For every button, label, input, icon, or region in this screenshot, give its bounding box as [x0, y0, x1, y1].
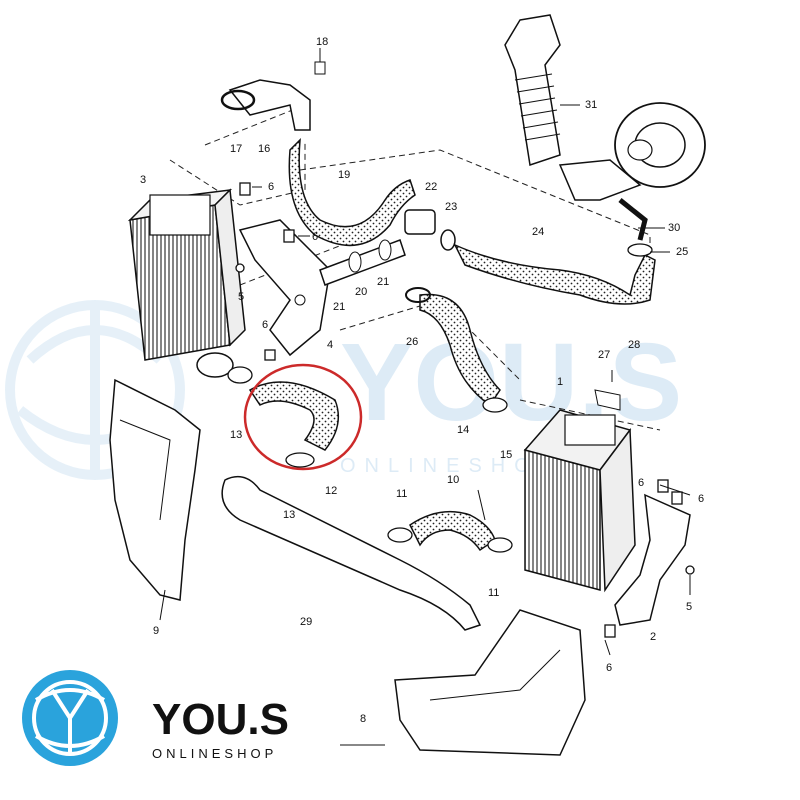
part-labels: 18 17 16 31 3 6 6 19 22 23 24 30 25 5 21…: [140, 36, 704, 725]
brand-name: YOU.S: [152, 695, 289, 744]
brand-logo: YOU.S ONLINESHOP: [22, 670, 289, 766]
part-label-18: 18: [316, 36, 328, 48]
air-guide-bottom: [394, 609, 586, 756]
part-label-4: 4: [327, 339, 333, 351]
part-label-6: 6: [312, 231, 318, 243]
part-label-23: 23: [445, 201, 457, 213]
part-label-15: 15: [500, 449, 512, 461]
part-label-16: 16: [258, 143, 270, 155]
hose-12: [248, 381, 340, 451]
part-label-21: 21: [333, 301, 345, 313]
pipe-29: [221, 475, 482, 631]
part-label-11: 11: [396, 488, 407, 500]
intake-hose: [504, 14, 561, 166]
bracket-right: [614, 493, 691, 626]
part-label-25: 25: [676, 246, 688, 258]
clamp-26: [405, 287, 431, 303]
part-label-22: 22: [425, 181, 437, 193]
watermark: YOU.S ONLINESHOP: [5, 300, 682, 480]
part-label-24: 24: [532, 226, 544, 238]
watermark-tagline: ONLINESHOP: [340, 455, 561, 477]
part-label-3: 3: [140, 174, 146, 186]
part-label-14: 14: [457, 424, 469, 436]
bracket-left: [238, 219, 331, 357]
part-label-13: 13: [230, 429, 242, 441]
part-label-19: 19: [338, 169, 350, 181]
part-label-28: 28: [628, 339, 640, 351]
hose-24: [453, 243, 656, 305]
part-label-26: 26: [406, 336, 418, 348]
watermark-name: YOU.S: [340, 321, 682, 444]
part-label-31: 31: [585, 99, 597, 111]
part-label-6: 6: [638, 477, 644, 489]
leader-lines: [159, 48, 691, 746]
connectors-22-23: [404, 209, 456, 251]
part-label-6: 6: [698, 493, 704, 505]
hose-12-highlight: [243, 363, 363, 471]
flange-16: [220, 61, 326, 131]
part-label-17: 17: [230, 143, 242, 155]
part-label-21: 21: [377, 276, 389, 288]
air-guide-left: [109, 378, 201, 601]
part-label-5: 5: [238, 291, 244, 303]
pipe-20-21: [319, 239, 406, 286]
hose-19: [288, 138, 416, 247]
turbocharger: [558, 102, 706, 241]
part-label-13: 13: [283, 509, 295, 521]
part-label-20: 20: [355, 286, 367, 298]
brand-tagline: ONLINESHOP: [152, 746, 277, 761]
part-label-27: 27: [598, 349, 610, 361]
part-label-6: 6: [262, 319, 268, 331]
intercooler-left: [127, 188, 246, 378]
part-label-30: 30: [668, 222, 680, 234]
part-label-11: 11: [488, 587, 499, 599]
hose-10: [409, 510, 496, 552]
part-label-6: 6: [268, 181, 274, 193]
part-label-29: 29: [300, 616, 312, 628]
part-label-8: 8: [360, 713, 366, 725]
intercooler-right: [523, 389, 636, 593]
part-label-6: 6: [606, 662, 612, 674]
part-label-2: 2: [650, 631, 656, 643]
part-label-12: 12: [325, 485, 337, 497]
fasteners: [227, 182, 695, 638]
part-label-1: 1: [557, 376, 563, 388]
part-label-10: 10: [447, 474, 459, 486]
part-label-9: 9: [153, 625, 159, 637]
part-label-5: 5: [686, 601, 692, 613]
hose-12-group: [243, 363, 363, 471]
